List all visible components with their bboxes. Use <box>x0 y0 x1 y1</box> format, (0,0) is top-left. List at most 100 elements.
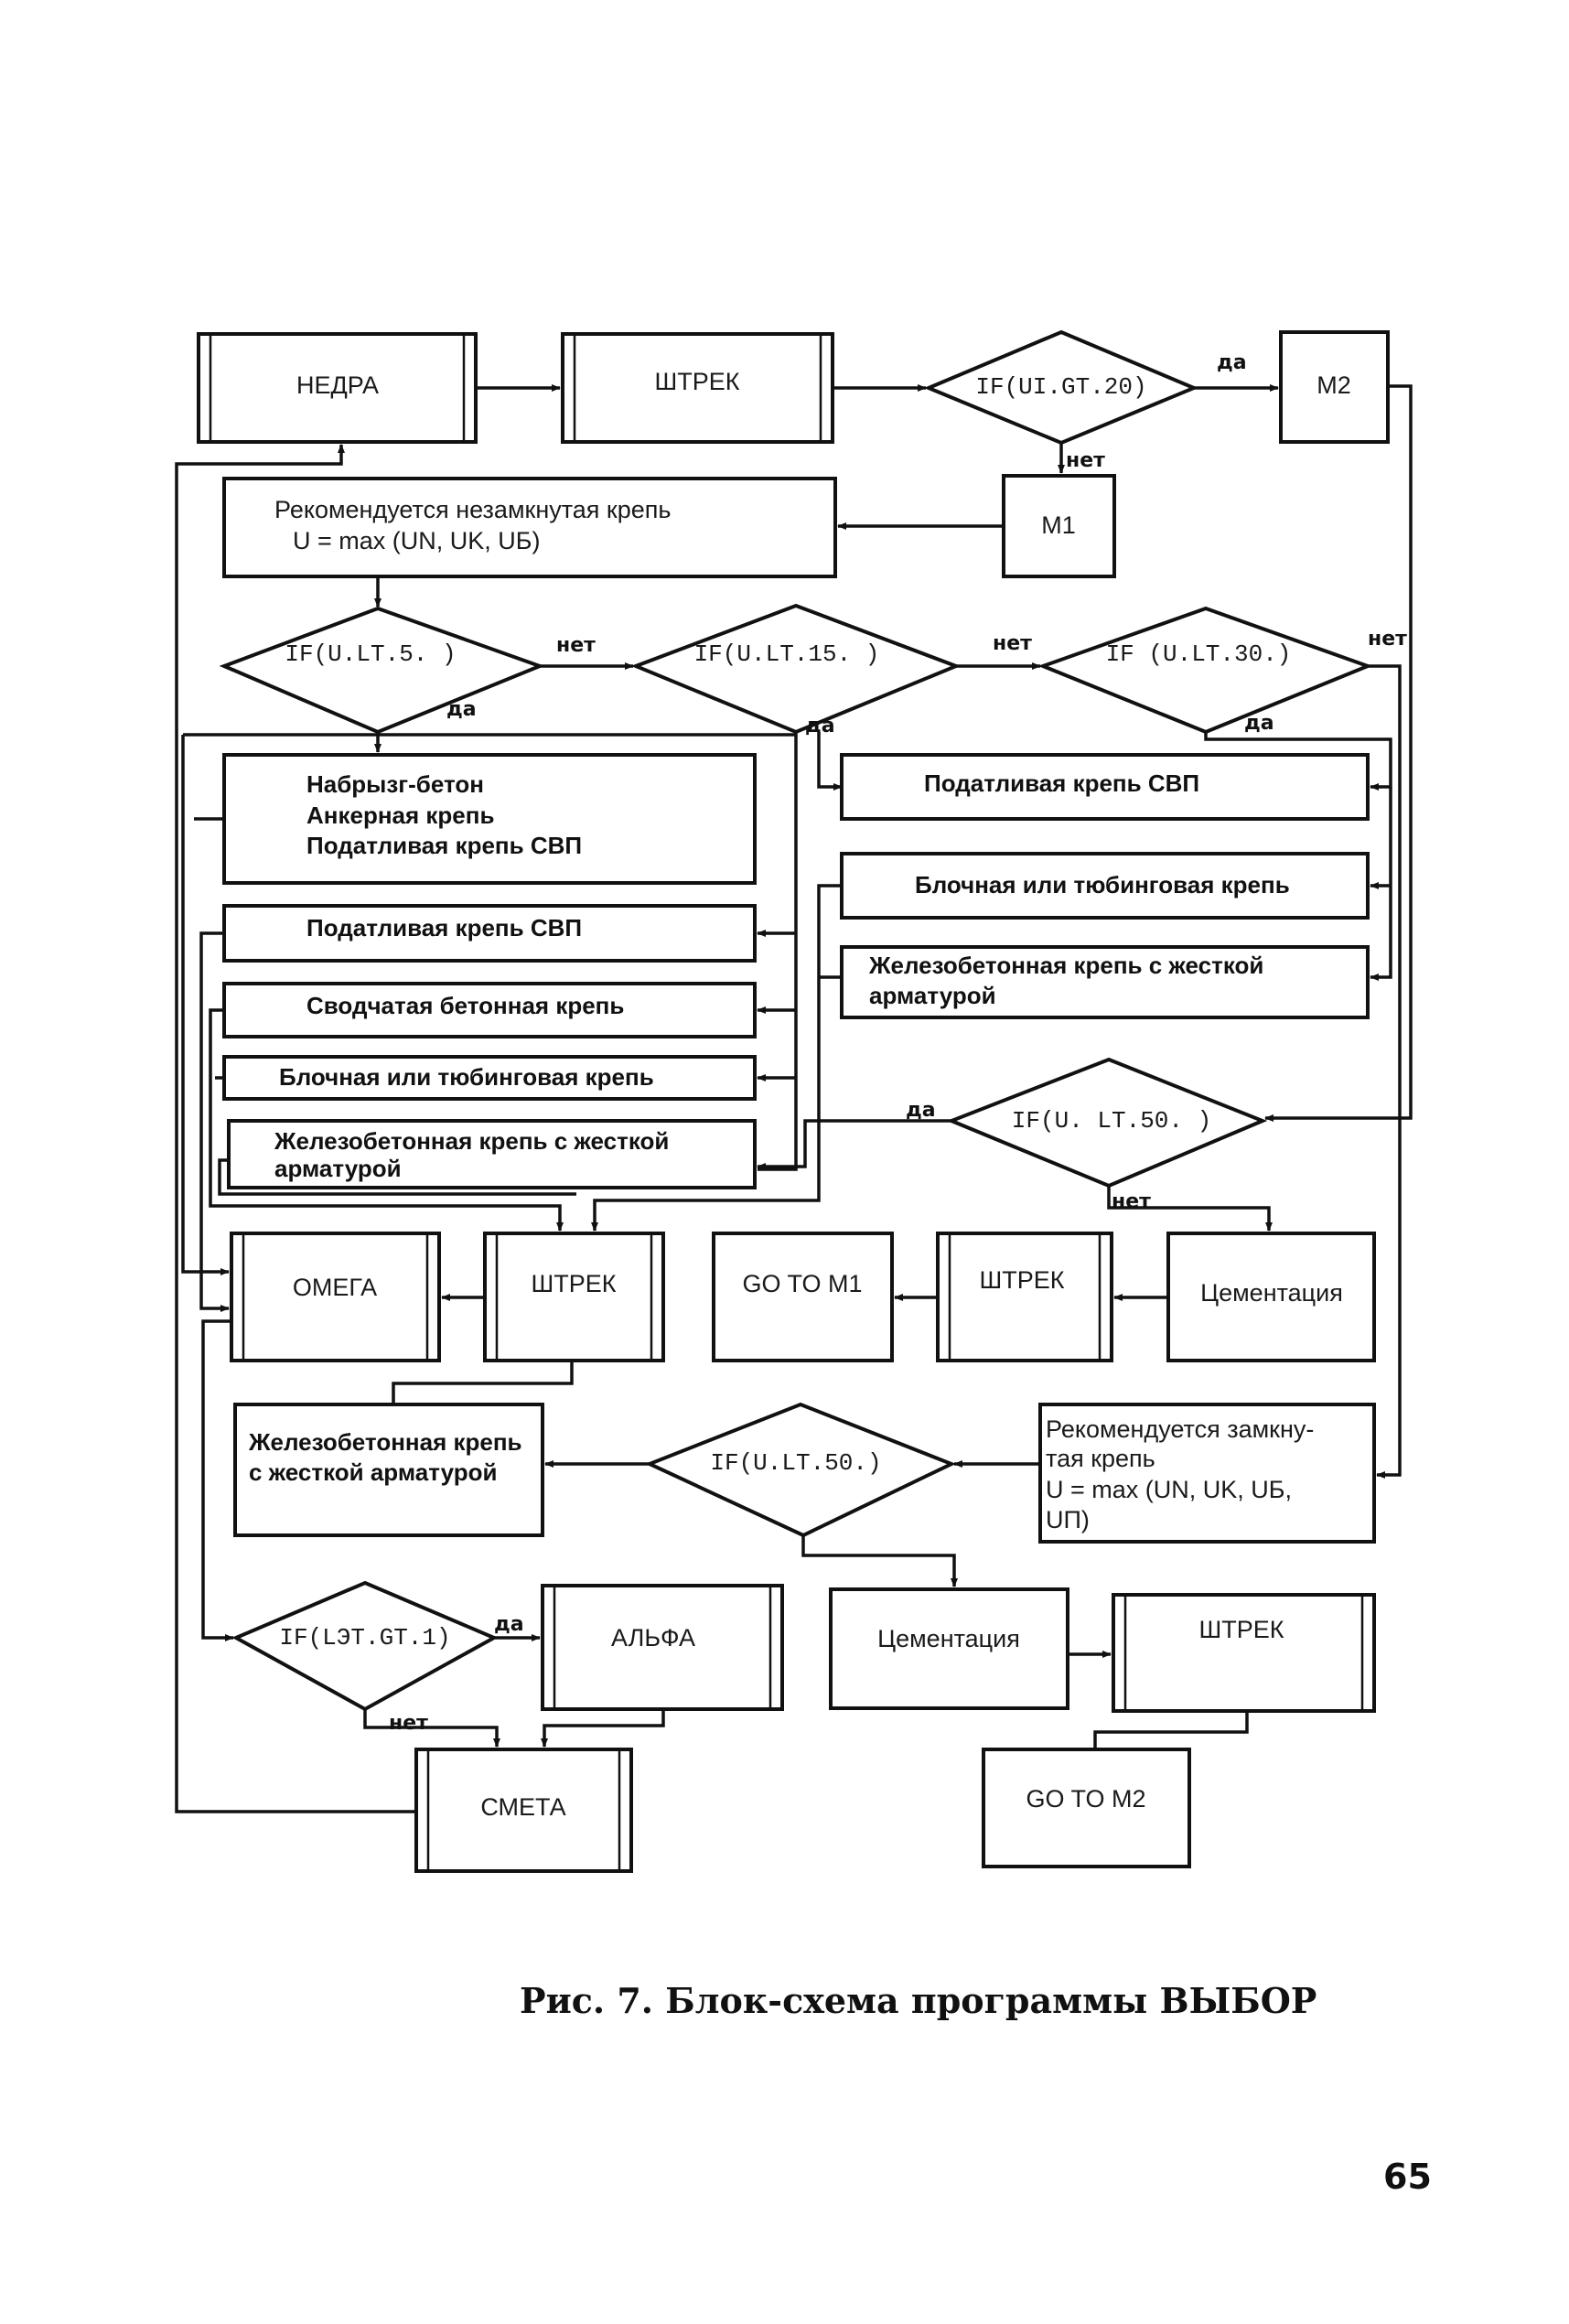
node-left-pliable-label: Податливая крепь СВП <box>306 914 582 941</box>
node-shtrek-bottom[interactable]: ШТРЕК <box>1112 1593 1376 1713</box>
node-if-u-lt-15[interactable]: IF(U.LT.15. ) <box>630 603 962 735</box>
node-m2[interactable]: M2 <box>1279 330 1390 444</box>
node-rc-rigid-2[interactable]: Железобетонная крепь с жесткой арматурой <box>233 1403 544 1537</box>
node-if-let-gt-1[interactable]: IF(LЭТ.GT.1) <box>231 1580 499 1712</box>
edge-alpha-smeta <box>541 1709 665 1748</box>
node-cementation-2[interactable]: Цементация <box>829 1587 1069 1710</box>
node-recommend-closed-line2: тая крепь <box>1046 1445 1155 1472</box>
node-shtrek-top-label: ШТРЕК <box>655 368 740 395</box>
node-left-rc-rigid-line2: арматурой <box>274 1155 402 1182</box>
label-if30-no: нет <box>1368 628 1407 651</box>
node-m2-label: M2 <box>1316 371 1351 399</box>
label-if20-no: нет <box>1066 449 1105 472</box>
node-alpha[interactable]: АЛЬФА <box>541 1584 784 1711</box>
edge-if15-pliable-right <box>817 732 843 791</box>
node-cementation-1[interactable]: Цементация <box>1166 1232 1376 1362</box>
edge-smeta-nedra <box>175 444 416 1813</box>
node-shtrek-mid2[interactable]: ШТРЕК <box>936 1232 1113 1362</box>
node-if-let-gt-1-label: IF(LЭТ.GT.1) <box>279 1624 450 1652</box>
node-if-u-lt-30-label: IF (U.LT.30.) <box>1106 640 1292 668</box>
node-right-rc-rigid[interactable]: Железобетонная крепь с жесткой арматурой <box>840 945 1370 1019</box>
node-right-rc-rigid-line2: арматурой <box>869 982 996 1009</box>
node-recommend-open[interactable]: Рекомендуется незамкнутая крепь U = max … <box>222 477 837 578</box>
node-recommend-closed-line1: Рекомендуется замкну- <box>1046 1415 1314 1443</box>
node-goto-m1[interactable]: GO TO M1 <box>712 1232 894 1362</box>
node-left-block-label: Блочная или тюбинговая крепь <box>279 1063 654 1091</box>
node-left-combo[interactable]: Набрызг-бетон Анкерная крепь Податливая … <box>222 753 757 885</box>
node-right-block-label: Блочная или тюбинговая крепь <box>915 871 1290 898</box>
label-if5-yes: да <box>446 698 477 721</box>
node-goto-m2-label: GO TO M2 <box>1026 1785 1145 1813</box>
node-if-u-lt-5[interactable]: IF(U.LT.5. ) <box>219 606 545 735</box>
node-shtrek-top[interactable]: ШТРЕК <box>561 332 834 444</box>
node-rc-rigid-2-line1: Железобетонная крепь <box>248 1428 522 1456</box>
label-if50a-yes: да <box>906 1099 936 1122</box>
node-left-arched-label: Сводчатая бетонная крепь <box>306 992 624 1019</box>
edge-shtrek-rc2 <box>392 1361 574 1404</box>
node-goto-m2[interactable]: GO TO M2 <box>982 1748 1191 1868</box>
node-nedra[interactable]: НЕДРА <box>197 332 478 444</box>
node-left-combo-line1: Набрызг-бетон <box>306 770 484 798</box>
edge-m2-if50a <box>1264 384 1413 1122</box>
node-shtrek-mid[interactable]: ШТРЕК <box>483 1232 665 1362</box>
node-right-pliable[interactable]: Податливая крепь СВП <box>840 753 1370 821</box>
label-if30-yes: да <box>1244 712 1274 735</box>
node-goto-m1-label: GO TO M1 <box>742 1270 862 1297</box>
node-right-pliable-label: Податливая крепь СВП <box>924 769 1199 797</box>
node-rc-rigid-2-line2: с жесткой арматурой <box>249 1458 497 1486</box>
node-if-u-lt-50-b-label: IF(U.LT.50.) <box>710 1449 881 1477</box>
node-cementation-2-label: Цементация <box>877 1625 1020 1652</box>
edge-if50a-cementation <box>1107 1186 1273 1232</box>
edge-omega-iflet <box>201 1319 234 1641</box>
node-shtrek-mid2-label: ШТРЕК <box>980 1266 1065 1294</box>
page-number: 65 <box>1383 2157 1432 2197</box>
edge-to-shtrek-mid-1 <box>209 1008 564 1232</box>
edge-if30-pliable-right <box>1204 732 1392 791</box>
node-if-u-lt-50-b[interactable]: IF(U.LT.50.) <box>644 1402 956 1538</box>
node-if-u-lt-50-a[interactable]: IF(U. LT.50. ) <box>946 1057 1268 1189</box>
label-if15-no: нет <box>993 632 1032 655</box>
node-omega-label: ОМЕГА <box>293 1274 377 1301</box>
node-smeta[interactable]: СМЕТА <box>414 1748 633 1873</box>
node-shtrek-mid-label: ШТРЕК <box>532 1270 617 1297</box>
node-m1-label: M1 <box>1041 511 1076 539</box>
node-recommend-closed[interactable]: Рекомендуется замкну- тая крепь U = max … <box>1038 1403 1376 1544</box>
node-if-ui-gt-20[interactable]: IF(UI.GT.20) <box>923 329 1199 446</box>
label-if50a-no: нет <box>1112 1190 1151 1213</box>
node-right-rc-rigid-line1: Железобетонная крепь с жесткой <box>868 952 1263 979</box>
label-if5-no: нет <box>556 634 596 657</box>
node-recommend-open-line1: Рекомендуется незамкнутая крепь <box>274 496 671 523</box>
edge-if50a-rc-left <box>757 1119 951 1170</box>
node-m1[interactable]: M1 <box>1002 474 1116 578</box>
node-right-block[interactable]: Блочная или тюбинговая крепь <box>840 852 1370 920</box>
edge-labels: да нет нет да нет да нет да да нет да не… <box>389 351 1407 1735</box>
edge-if50b-cement2 <box>801 1535 958 1587</box>
node-nedra-label: НЕДРА <box>296 371 379 399</box>
bus-left <box>183 733 798 1171</box>
edge-to-shtrek-mid-2 <box>591 884 842 1232</box>
label-iflet-yes: да <box>494 1613 524 1636</box>
node-left-arched[interactable]: Сводчатая бетонная крепь <box>222 982 757 1038</box>
node-if-ui-gt-20-label: IF(UI.GT.20) <box>975 373 1146 401</box>
node-left-block[interactable]: Блочная или тюбинговая крепь <box>222 1055 757 1101</box>
node-cementation-1-label: Цементация <box>1200 1279 1343 1307</box>
node-if-u-lt-15-label: IF(U.LT.15. ) <box>694 640 880 668</box>
label-if20-yes: да <box>1217 351 1247 374</box>
edge-to-omega-2 <box>199 931 230 1312</box>
edge-to-omega-1 <box>181 735 230 1275</box>
node-left-pliable[interactable]: Податливая крепь СВП <box>222 904 757 963</box>
node-smeta-label: СМЕТА <box>480 1793 565 1821</box>
node-if-u-lt-5-label: IF(U.LT.5. ) <box>285 640 456 668</box>
connectors <box>175 384 1413 1813</box>
node-omega[interactable]: ОМЕГА <box>230 1232 441 1362</box>
node-if-u-lt-30[interactable]: IF (U.LT.30.) <box>1037 606 1373 735</box>
node-recommend-open-line2: U = max (UN, UK, UБ) <box>293 527 541 554</box>
node-left-combo-line3: Податливая крепь СВП <box>306 832 582 859</box>
node-alpha-label: АЛЬФА <box>611 1624 695 1652</box>
node-left-rc-rigid[interactable]: Железобетонная крепь с жесткой арматурой <box>227 1119 757 1189</box>
edge-rc-left-out <box>218 1158 576 1196</box>
node-recommend-closed-line4: UП) <box>1046 1506 1090 1533</box>
node-left-combo-line2: Анкерная крепь <box>306 802 494 829</box>
label-iflet-no: нет <box>389 1712 428 1735</box>
